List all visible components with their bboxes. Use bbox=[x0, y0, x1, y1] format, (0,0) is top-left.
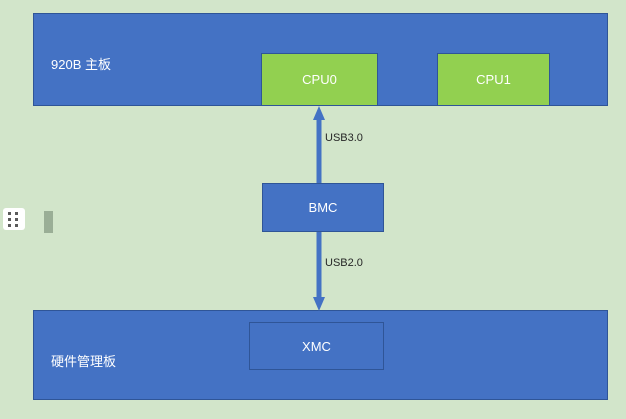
panel-hardware-management-board-label: 硬件管理板 bbox=[51, 354, 117, 369]
node-xmc[interactable]: XMC bbox=[249, 322, 384, 370]
grip-dot bbox=[8, 224, 11, 227]
grip-dots-icon[interactable] bbox=[3, 208, 25, 230]
connector-usb3-label: USB3.0 bbox=[325, 132, 363, 144]
connector-usb3 bbox=[313, 106, 325, 183]
connector-usb2-label: USB2.0 bbox=[325, 257, 363, 269]
connector-usb2-arrowhead bbox=[313, 297, 325, 311]
connector-usb3-arrowhead bbox=[313, 106, 325, 120]
grip-dots-grid bbox=[8, 212, 20, 227]
grip-dot bbox=[15, 212, 18, 215]
grip-dot bbox=[8, 212, 11, 215]
node-bmc[interactable]: BMC bbox=[262, 183, 384, 232]
grip-dot bbox=[15, 218, 18, 221]
grip-dot bbox=[8, 218, 11, 221]
vertical-bar-icon bbox=[44, 211, 53, 233]
node-cpu0[interactable]: CPU0 bbox=[261, 53, 378, 106]
grip-dot bbox=[15, 224, 18, 227]
connector-usb2 bbox=[313, 232, 325, 311]
panel-motherboard-label: 920B 主板 bbox=[51, 57, 111, 72]
node-cpu1[interactable]: CPU1 bbox=[437, 53, 550, 106]
